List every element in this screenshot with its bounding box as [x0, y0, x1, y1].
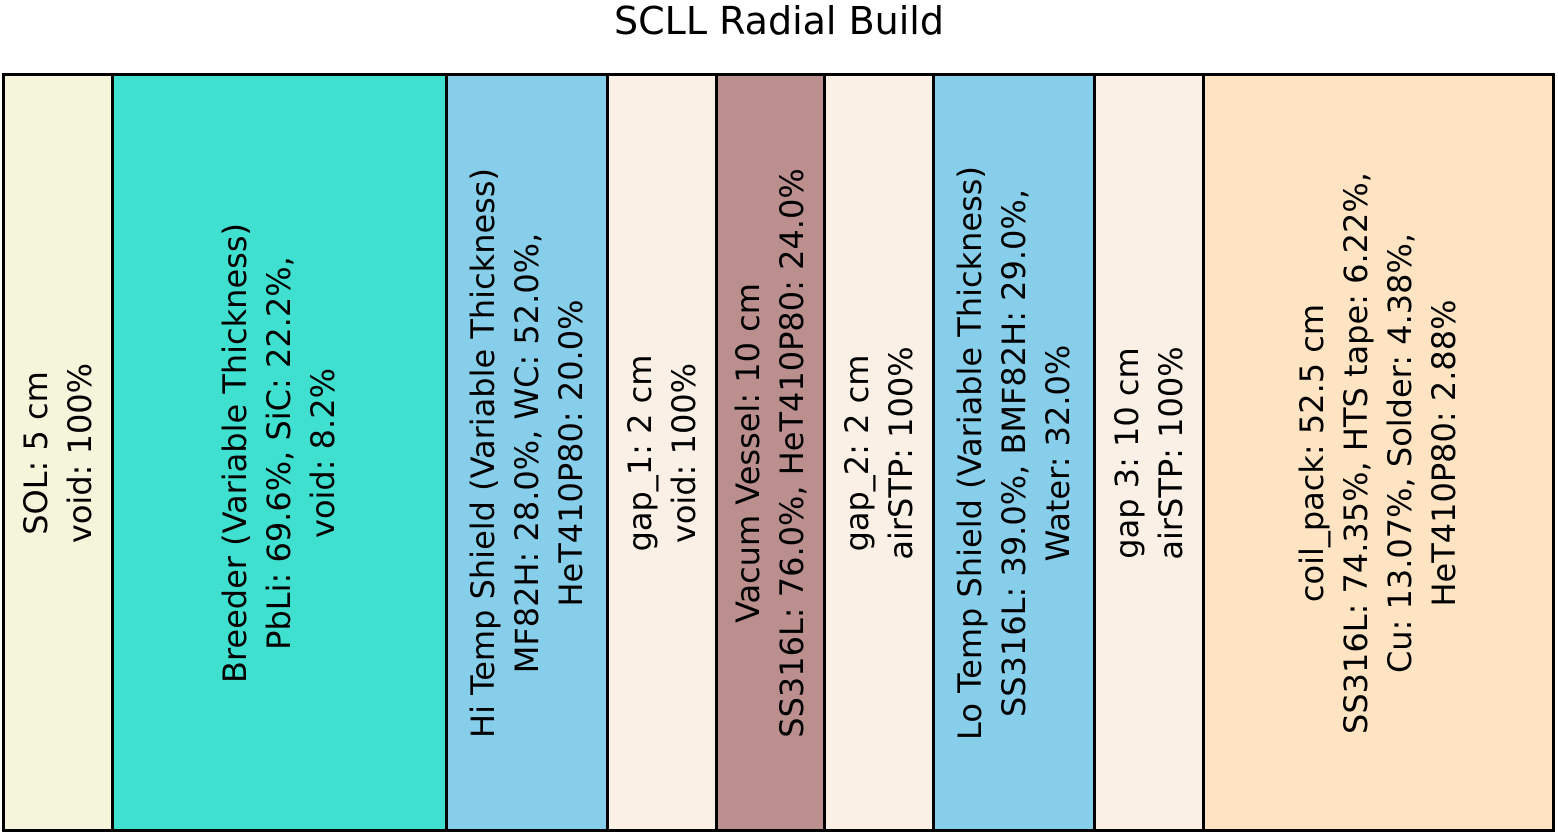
layer-label-line: SS316L: 39.0%, BMF82H: 29.0%,	[994, 188, 1033, 717]
diagram-title: SCLL Radial Build	[614, 0, 944, 43]
layer-label-line: Water: 32.0%	[1038, 344, 1077, 561]
layer-label-line: Lo Temp Shield (Variable Thickness)	[950, 165, 989, 740]
layer-label: Lo Temp Shield (Variable Thickness)SS316…	[948, 166, 1080, 740]
layer-label-line: Vacum Vessel: 10 cm	[729, 282, 768, 623]
layer-label-line: gap_1: 2 cm	[620, 354, 659, 551]
layer-label-line: airSTP: 100%	[881, 345, 920, 560]
layer-label-line: Cu: 13.07%, Solder: 4.38%,	[1381, 232, 1420, 673]
layer-label-line: MF82H: 28.0%, WC: 52.0%,	[507, 232, 546, 673]
layer-label-line: PbLi: 69.6%, SiC: 22.2%,	[260, 255, 299, 650]
layer-label-line: SS316L: 76.0%, HeT410P80: 24.0%	[773, 167, 812, 738]
layer-label-line: coil_pack: 52.5 cm	[1293, 303, 1332, 602]
layer-label-line: void: 100%	[664, 362, 703, 543]
layer-label-line: Hi Temp Shield (Variable Thickness)	[463, 167, 502, 738]
layer-label-line: gap 3: 10 cm	[1107, 346, 1146, 559]
layer-label-line: HeT410P80: 2.88%	[1425, 299, 1464, 606]
layer-label-line: Breeder (Variable Thickness)	[216, 222, 255, 683]
layer-label-line: airSTP: 100%	[1151, 345, 1190, 560]
layer-6: Lo Temp Shield (Variable Thickness)SS316…	[934, 76, 1096, 829]
layer-2: Hi Temp Shield (Variable Thickness)MF82H…	[447, 76, 609, 829]
layer-label-line: HeT410P80: 20.0%	[551, 299, 590, 607]
layer-1: Breeder (Variable Thickness)PbLi: 69.6%,…	[113, 76, 448, 829]
layer-label-line: SOL: 5 cm	[16, 370, 55, 535]
layer-label-line: SS316L: 74.35%, HTS tape: 6.22%,	[1337, 171, 1376, 734]
layer-label-line: void: 8.2%	[304, 367, 343, 538]
layer-label: Breeder (Variable Thickness)PbLi: 69.6%,…	[213, 223, 345, 683]
layer-label-line: void: 100%	[60, 362, 99, 543]
layer-label-line: gap_2: 2 cm	[837, 354, 876, 551]
layer-label: Hi Temp Shield (Variable Thickness)MF82H…	[461, 168, 593, 738]
